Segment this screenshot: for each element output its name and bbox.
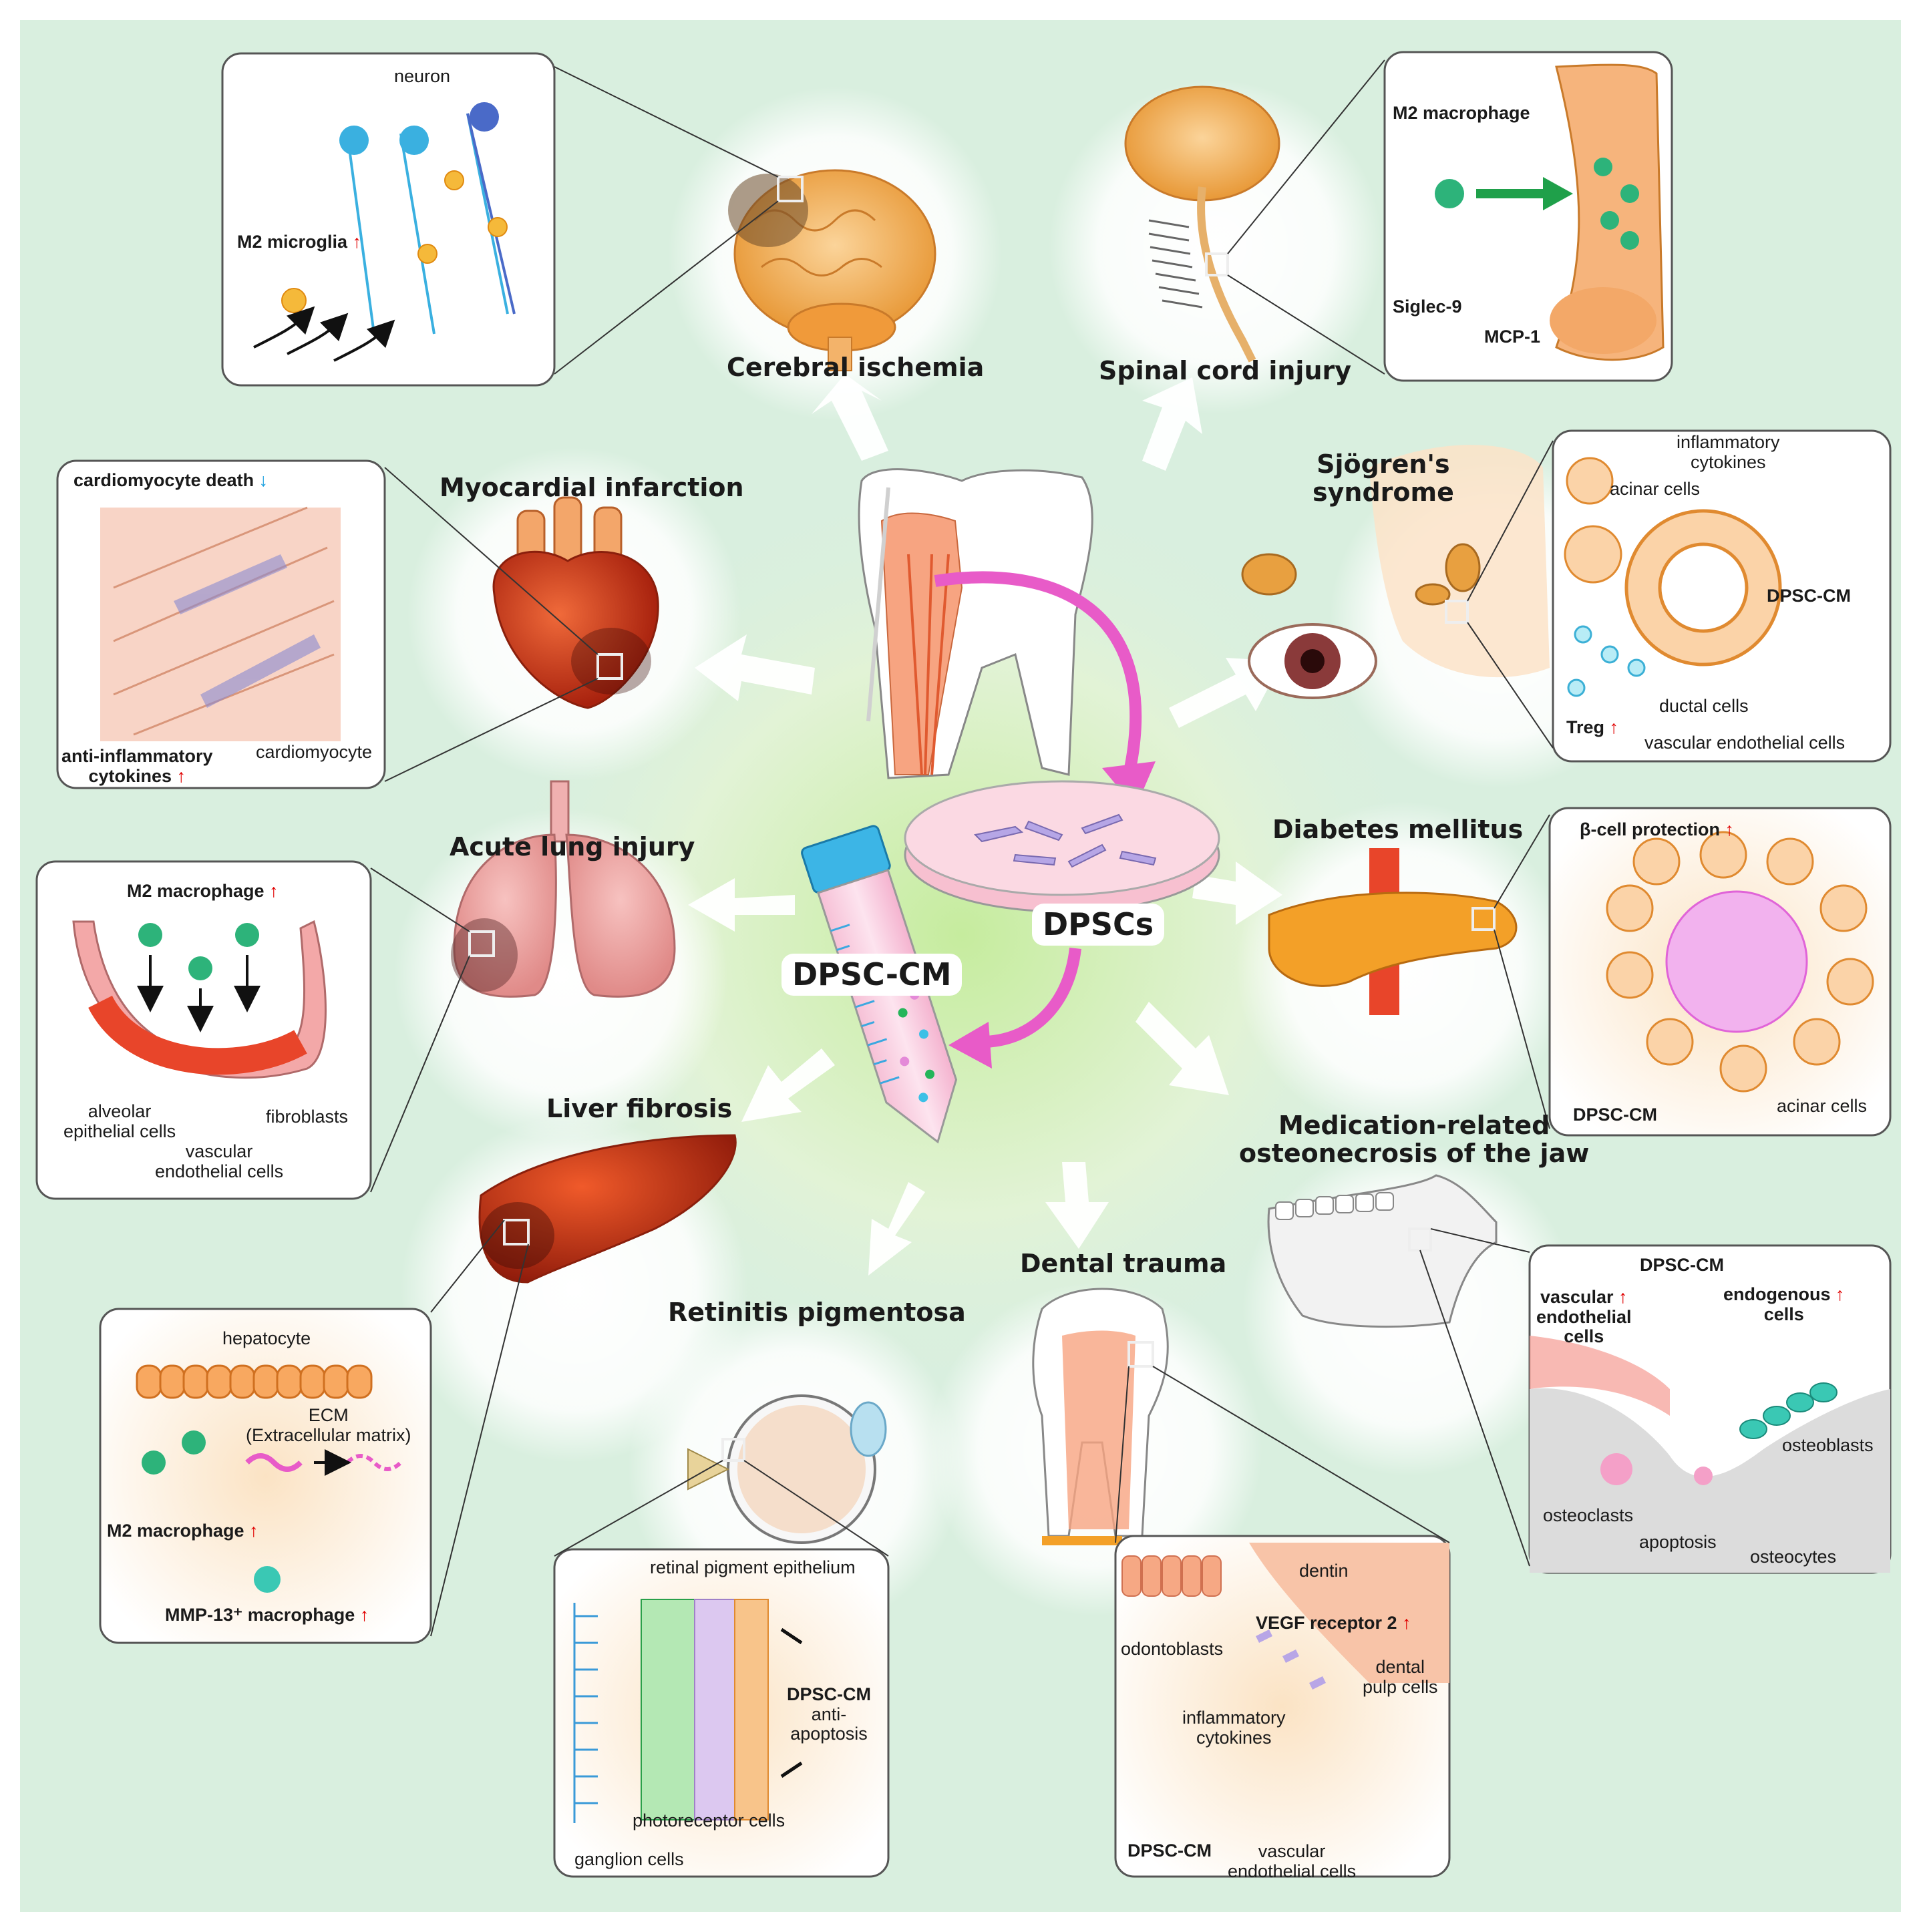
up-arrow-icon: ↑ (1402, 1613, 1411, 1633)
spinal-cord-illustration (1124, 85, 1280, 363)
sjogren-vascular-label: vascular endothelial cells (1644, 733, 1846, 753)
petri-dish (904, 780, 1220, 913)
up-arrow-icon: ↑ (249, 1521, 258, 1541)
osteoclasts-label: osteoclasts (1543, 1505, 1634, 1525)
fibroblasts-label: fibroblasts (266, 1107, 349, 1127)
brain-illustration (728, 169, 936, 371)
osteoblasts-label: osteoblasts (1782, 1435, 1874, 1455)
rpe-label: retinal pigment epithelium (650, 1557, 856, 1577)
ganglion-label: ganglion cells (574, 1849, 684, 1869)
dpscs-label: DPSCs (1032, 904, 1165, 946)
cardiomyocyte-death-label: cardiomyocyte death ↓ (73, 470, 269, 490)
up-arrow-icon: ↑ (176, 765, 186, 786)
up-arrow-icon: ↑ (1618, 1287, 1628, 1307)
neuron-label: neuron (394, 66, 451, 86)
ductal-cells-label: ductal cells (1659, 696, 1749, 716)
sjogren-acinar-label: acinar cells (1610, 479, 1701, 499)
lung-m2-macrophage-label: M2 macrophage ↑ (127, 881, 279, 901)
m2-microglia-label: M2 microglia ↑ (237, 232, 362, 252)
cardiomyocyte-label: cardiomyocyte (256, 742, 373, 762)
dental-dpsc-cm-label: DPSC-CM (1127, 1841, 1212, 1861)
dpsc-cm-tube (801, 825, 958, 1144)
hepatocyte-label: hepatocyte (222, 1328, 311, 1348)
spinal-cord-injury-title: Spinal cord injury (1099, 356, 1352, 385)
up-arrow-icon: ↑ (1836, 1284, 1845, 1304)
sjogren-dpsc-cm-label: DPSC-CM (1767, 586, 1851, 606)
mronj-dpsc-cm-label: DPSC-CM (1640, 1255, 1724, 1275)
sjogren-face-illustration (1241, 445, 1550, 699)
up-arrow-icon: ↑ (1609, 717, 1619, 737)
photoreceptor-label: photoreceptor cells (633, 1810, 785, 1830)
liver-m2-macrophage-label: M2 macrophage ↑ (107, 1521, 258, 1541)
diabetes-acinar-label: acinar cells (1777, 1096, 1868, 1116)
up-arrow-icon: ↑ (352, 232, 362, 252)
mcp-1-label: MCP-1 (1484, 327, 1541, 347)
osteocytes-label: osteocytes (1750, 1547, 1837, 1567)
acute-lung-injury-title: Acute lung injury (450, 832, 695, 861)
heart-illustration (492, 496, 659, 709)
treg-label: Treg ↑ (1566, 717, 1619, 737)
endogenous-cells-label: endogenous ↑cells (1723, 1284, 1845, 1324)
cerebral-ischemia-title: Cerebral ischemia (727, 353, 985, 382)
up-arrow-icon: ↑ (269, 881, 279, 901)
jaw-illustration (1267, 1174, 1498, 1328)
beta-cell-label: β-cell protection ↑ (1580, 819, 1735, 839)
dental-trauma-tooth (1032, 1288, 1169, 1545)
up-arrow-icon: ↑ (1725, 819, 1735, 839)
pancreas-illustration (1268, 848, 1518, 1015)
up-arrow-icon: ↑ (359, 1605, 369, 1625)
vegf-receptor-label: VEGF receptor 2 ↑ (1256, 1613, 1411, 1633)
apoptosis-label: apoptosis (1639, 1532, 1717, 1552)
odontoblasts-label: odontoblasts (1121, 1639, 1224, 1659)
m2-macrophage-label: M2 macrophage (1393, 103, 1530, 123)
eye-illustration (687, 1394, 887, 1544)
ecm-label: ECM(Extracellular matrix) (246, 1405, 411, 1445)
retinitis-pigmentosa-title: Retinitis pigmentosa (668, 1298, 966, 1327)
lung-illustration (451, 780, 676, 998)
dental-trauma-title: Dental trauma (1020, 1249, 1227, 1278)
liver-fibrosis-title: Liver fibrosis (546, 1094, 733, 1123)
diabetes-mellitus-title: Diabetes mellitus (1272, 815, 1524, 844)
down-arrow-icon: ↓ (258, 470, 269, 490)
liver-illustration (478, 1134, 737, 1284)
siglec-9-label: Siglec-9 (1393, 297, 1462, 317)
dpsc-cm-center-label: DPSC-CM (781, 954, 963, 996)
diabetes-dpsc-cm-label: DPSC-CM (1573, 1105, 1657, 1125)
myocardial-infarction-title: Myocardial infarction (440, 473, 744, 502)
mmp13-macrophage-label: MMP-13⁺ macrophage ↑ (165, 1605, 369, 1625)
dentin-label: dentin (1299, 1561, 1349, 1581)
